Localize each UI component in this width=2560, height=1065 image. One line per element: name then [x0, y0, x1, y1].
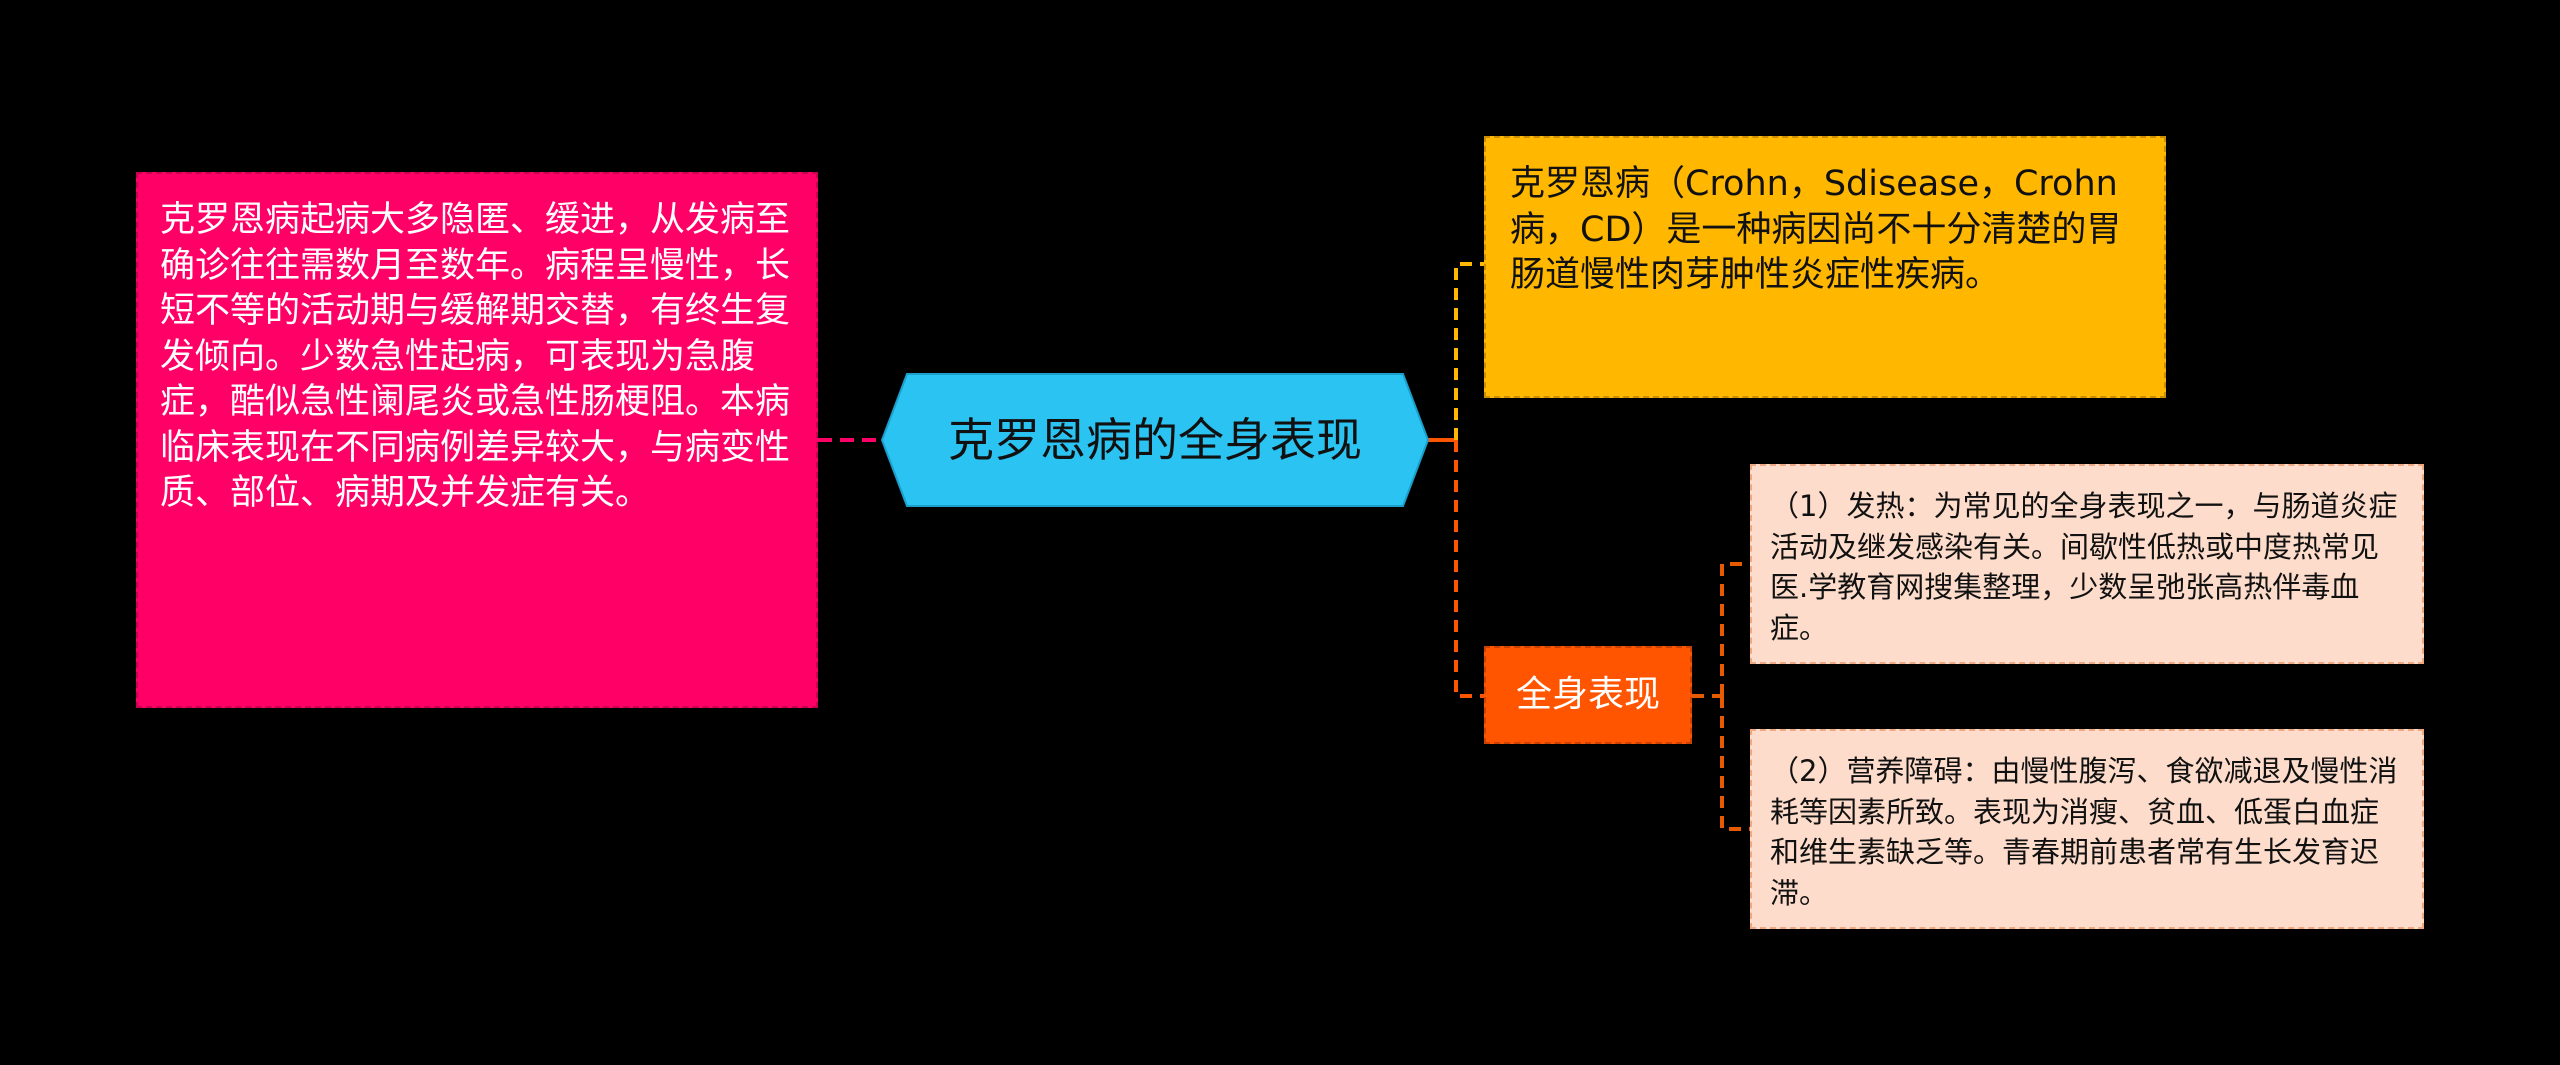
systemic-symptoms-node[interactable]: 全身表现: [1484, 646, 1692, 744]
leaf-node-nutrition[interactable]: （2）营养障碍：由慢性腹泻、食欲减退及慢性消耗等因素所致。表现为消瘦、贫血、低蛋…: [1750, 729, 2424, 929]
detail-node-onset[interactable]: 克罗恩病起病大多隐匿、缓进，从发病至确诊往往需数月至数年。病程呈慢性，长短不等的…: [136, 172, 818, 708]
definition-node-text: 克罗恩病（Crohn，Sdisease，Crohn病，CD）是一种病因尚不十分清…: [1510, 164, 2122, 295]
leaf-node-fever[interactable]: （1）发热：为常见的全身表现之一，与肠道炎症活动及继发感染有关。间歇性低热或中度…: [1750, 464, 2424, 664]
connector-leaf-1: [1720, 562, 1750, 696]
leaf-node-fever-text: （1）发热：为常见的全身表现之一，与肠道炎症活动及继发感染有关。间歇性低热或中度…: [1770, 489, 2398, 645]
root-node-label: 克罗恩病的全身表现: [948, 413, 1362, 467]
root-node-shape: [880, 373, 1430, 507]
connector-mid: [1454, 440, 1484, 698]
definition-node[interactable]: 克罗恩病（Crohn，Sdisease，Crohn病，CD）是一种病因尚不十分清…: [1484, 136, 2166, 398]
root-node[interactable]: 克罗恩病的全身表现: [880, 373, 1430, 507]
detail-node-onset-text: 克罗恩病起病大多隐匿、缓进，从发病至确诊往往需数月至数年。病程呈慢性，长短不等的…: [160, 200, 791, 513]
connector-top: [1454, 262, 1484, 440]
connector-leaf-2: [1720, 696, 1750, 831]
systemic-symptoms-label: 全身表现: [1515, 674, 1660, 715]
leaf-node-nutrition-text: （2）营养障碍：由慢性腹泻、食欲减退及慢性消耗等因素所致。表现为消瘦、贫血、低蛋…: [1770, 754, 2398, 910]
